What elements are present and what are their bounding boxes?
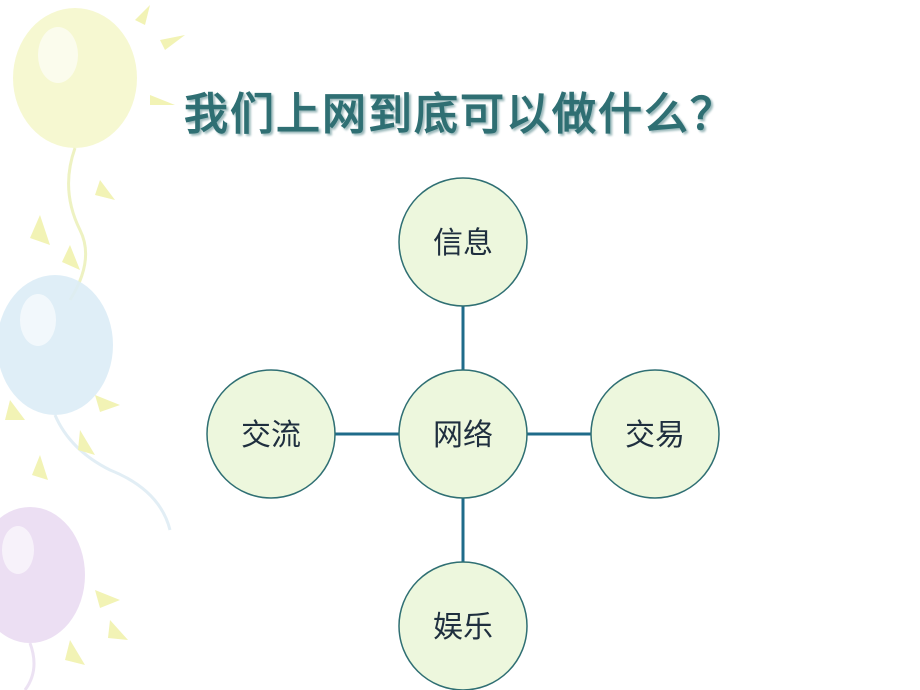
node-top-label: 信息	[433, 226, 493, 261]
page-title: 我们上网到底可以做什么？	[184, 89, 736, 140]
node-left-label: 交流	[241, 418, 301, 453]
node-left: 交流	[206, 369, 336, 499]
node-right-label: 交易	[625, 418, 685, 453]
node-right: 交易	[590, 369, 720, 499]
node-bottom-label: 娱乐	[433, 610, 493, 645]
node-bottom: 娱乐	[398, 561, 528, 690]
node-center: 网络	[398, 369, 528, 499]
node-top: 信息	[398, 177, 528, 307]
node-center-label: 网络	[433, 418, 493, 453]
